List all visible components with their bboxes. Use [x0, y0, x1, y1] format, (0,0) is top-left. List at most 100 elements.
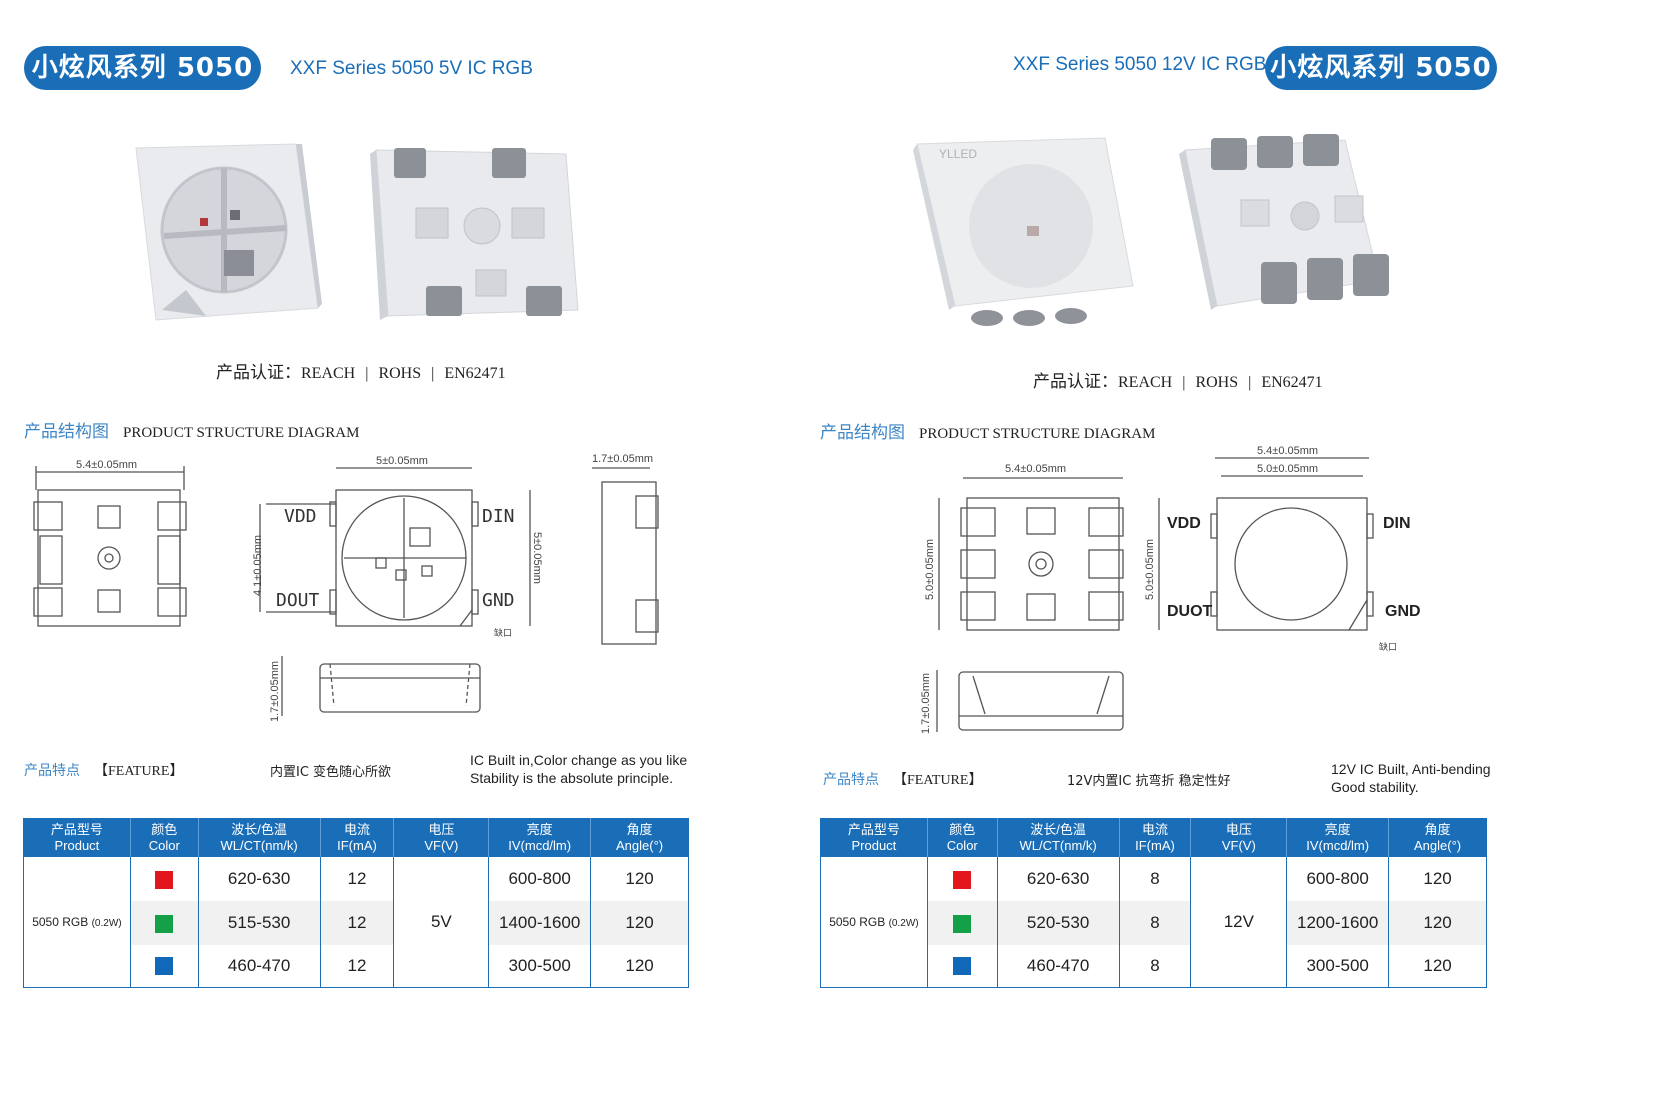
feature-desc-cn: 内置IC 变色随心所欲 — [270, 765, 392, 780]
brand-mark: YLLED — [939, 147, 977, 161]
pin-vdd-label: VDD — [1167, 515, 1201, 532]
cert-label: 产品认证： — [216, 363, 301, 383]
pin-dout-label: DOUT — [276, 590, 320, 611]
left-product-panel: 小炫风系列 5050 XXF Series 5050 5V IC RGB 产品认… — [23, 46, 689, 988]
if-cell: 8 — [1119, 857, 1192, 901]
color-swatch-red — [130, 857, 199, 901]
voltage-cell: 5V — [393, 857, 490, 987]
angle-cell: 120 — [1423, 869, 1452, 888]
table-row: 5050 RGB (0.2W) 620-630 8 12V 600-800 12… — [820, 857, 1487, 987]
dim-side2: 5.0±0.05mm — [1144, 539, 1156, 600]
feature-desc-en-line1: 12V IC Built, Anti-bending — [1331, 761, 1491, 777]
cert-reach: REACH — [301, 365, 356, 382]
table-row: 5050 RGB (0.2W) 620-630 12 5V 600-800 12… — [23, 857, 689, 987]
color-swatch-green — [927, 901, 998, 945]
cert-reach: REACH — [1118, 374, 1173, 391]
wl-cell: 515-530 — [198, 901, 321, 945]
angle-cell: 120 — [625, 869, 654, 888]
led-back-photo — [1179, 134, 1389, 310]
iv-cell: 300-500 — [1286, 945, 1390, 987]
feature-heading-cn: 产品特点 — [24, 763, 80, 779]
structure-heading-cn: 产品结构图 — [24, 422, 109, 442]
notch-label: 缺口 — [1379, 641, 1397, 653]
feature-desc-en-line2: Good stability. — [1331, 779, 1419, 795]
structure-heading-cn: 产品结构图 — [820, 423, 905, 443]
certification-line: 产品认证：REACH|ROHS|EN62471 — [216, 363, 506, 383]
color-swatch-green — [130, 901, 199, 945]
pin-gnd-label: GND — [1385, 603, 1421, 620]
pin-din-label: DIN — [1383, 515, 1411, 532]
angle-cell: 120 — [1423, 955, 1452, 975]
dim-top2: 5.0±0.05mm — [1257, 463, 1318, 475]
feature-heading-cn: 产品特点 — [823, 772, 879, 788]
right-product-panel: XXF Series 5050 12V IC RGB 小炫风系列 5050 YL… — [820, 0, 1666, 1096]
series-subtitle: XXF Series 5050 5V IC RGB — [290, 58, 533, 79]
table-row: 520-530 8 1200-1600 120 — [821, 901, 1487, 945]
table-row: 460-470 8 300-500 120 — [821, 945, 1487, 987]
series-title-pill: 小炫风系列 5050 — [1265, 46, 1497, 90]
angle-cell: 120 — [625, 955, 654, 975]
led-front-photo: YLLED — [913, 137, 1134, 326]
if-cell: 12 — [320, 901, 395, 945]
dim-thick: 1.7±0.05mm — [592, 453, 653, 465]
pin-gnd-label: GND — [482, 590, 515, 611]
series-title-pill: 小炫风系列 5050 — [24, 46, 261, 90]
color-swatch-red — [927, 857, 998, 901]
dim-top1: 5.4±0.05mm — [1257, 445, 1318, 457]
led-front-photo — [135, 143, 322, 321]
dim-side-h: 4.1±0.05mm — [252, 535, 264, 596]
iv-cell: 1200-1600 — [1286, 901, 1390, 945]
dim-thick: 1.7±0.05mm — [920, 673, 932, 734]
voltage-cell: 12V — [1190, 857, 1288, 987]
if-cell: 8 — [1119, 901, 1192, 945]
notch-label: 缺口 — [494, 627, 512, 639]
cert-en62471: EN62471 — [444, 365, 506, 382]
feature-desc-en-line1: IC Built in,Color change as you like — [470, 752, 688, 768]
product-cell: 5050 RGB (0.2W) — [820, 857, 928, 987]
structure-diagram: 5.4±0.05mm 5.4±0.05mm 5.0±0.05mm 5.0±0.0… — [920, 445, 1421, 734]
iv-cell: 300-500 — [488, 945, 592, 987]
iv-cell: 600-800 — [1286, 857, 1390, 901]
if-cell: 8 — [1119, 945, 1192, 987]
dim-width: 5.4±0.05mm — [1005, 463, 1066, 475]
wl-cell: 620-630 — [198, 857, 321, 901]
iv-cell: 1400-1600 — [488, 901, 592, 945]
angle-cell: 120 — [1388, 901, 1487, 945]
color-swatch-blue — [927, 945, 998, 987]
series-subtitle: XXF Series 5050 12V IC RGB — [1013, 54, 1267, 75]
cert-rohs: ROHS — [378, 365, 422, 382]
led-back-photo — [370, 148, 579, 320]
product-cell: 5050 RGB (0.2W) — [23, 857, 131, 987]
feature-desc-en: 12V IC Built, Anti-bending Good stabilit… — [1331, 760, 1491, 796]
if-cell: 12 — [320, 857, 395, 901]
pin-dout-label: DUOT — [1167, 603, 1213, 620]
wl-cell: 520-530 — [997, 901, 1120, 945]
dim-side-v: 5±0.05mm — [531, 532, 543, 584]
wl-cell: 620-630 — [997, 857, 1120, 901]
feature-desc-cn: 12V内置IC 抗弯折 稳定性好 — [1067, 774, 1231, 789]
feature-desc-en-line2: Stability is the absolute principle. — [470, 770, 674, 786]
feature-heading: 产品特点【FEATURE】 — [24, 760, 183, 780]
certification-line: 产品认证：REACH|ROHS|EN62471 — [1033, 372, 1323, 392]
feature-heading: 产品特点【FEATURE】 — [823, 769, 982, 789]
dim-side1: 5.0±0.05mm — [924, 539, 936, 600]
feature-desc-en: IC Built in,Color change as you like Sta… — [470, 751, 687, 787]
feature-heading-en: 【FEATURE】 — [893, 773, 983, 788]
feature-heading-en: 【FEATURE】 — [94, 764, 184, 779]
wl-cell: 460-470 — [997, 945, 1120, 987]
pin-vdd-label: VDD — [284, 506, 317, 527]
iv-cell: 600-800 — [488, 857, 592, 901]
